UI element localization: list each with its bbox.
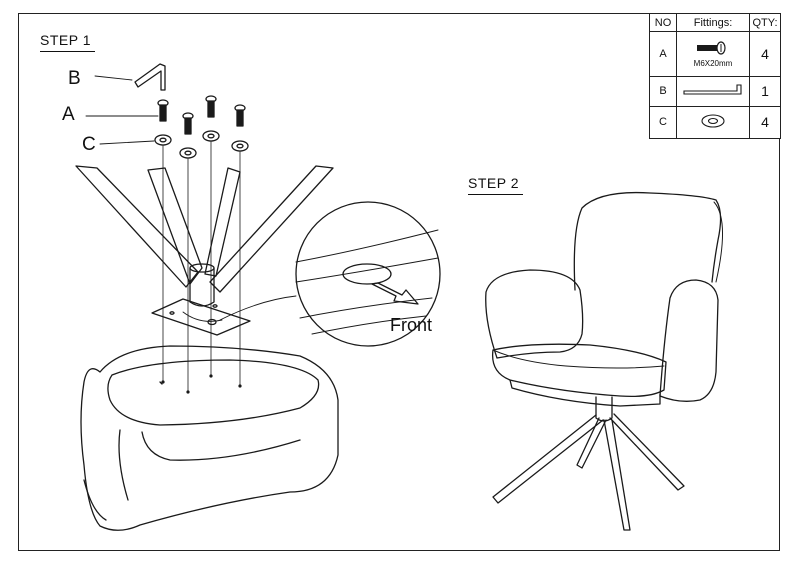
- header-fittings: Fittings:: [676, 13, 750, 32]
- table-row: A M6X20mm 4: [649, 30, 781, 78]
- callout-line-c: [99, 140, 155, 145]
- page-frame: [18, 13, 780, 551]
- swivel-base-legs: [75, 165, 334, 307]
- assembled-chair: [485, 191, 723, 531]
- bolt-icon-group: [157, 95, 246, 135]
- row-fitting: M6X20mm: [676, 30, 750, 78]
- table-row: C 4: [649, 105, 781, 140]
- row-fitting: [676, 105, 750, 140]
- callout-label-c: C: [82, 134, 96, 155]
- bolt-icon: [697, 41, 726, 55]
- step-2-title: STEP 2: [468, 175, 523, 195]
- upturned-seat: [80, 345, 339, 531]
- allen-key-icon: [683, 84, 742, 95]
- fittings-table: NO Fittings: QTY: A M6X20mm 4 B 1 C: [649, 13, 781, 140]
- callout-line-b: [94, 75, 133, 81]
- row-no: B: [649, 76, 677, 107]
- washer-icon-group: [154, 130, 249, 159]
- row-no: A: [649, 30, 677, 78]
- row-fitting: [676, 76, 750, 107]
- callout-label-b: B: [68, 68, 81, 89]
- row-qty: 4: [749, 30, 781, 78]
- washer-icon: [701, 114, 725, 128]
- row-qty: 4: [749, 105, 781, 140]
- allen-key-icon: [134, 63, 166, 91]
- front-direction-label: Front: [390, 315, 433, 335]
- mounting-plate: [151, 298, 251, 336]
- callout-label-a: A: [62, 104, 75, 125]
- row-no: C: [649, 105, 677, 140]
- seat-holes: [161, 374, 242, 394]
- row-qty: 1: [749, 76, 781, 107]
- detail-magnifier: [219, 201, 441, 347]
- fittings-table-header: NO Fittings: QTY:: [649, 13, 781, 32]
- bolt-spec: M6X20mm: [693, 58, 733, 68]
- assembly-guide-lines: [162, 140, 241, 393]
- header-qty: QTY:: [749, 13, 781, 32]
- step-1-title: STEP 1: [40, 32, 95, 52]
- table-row: B 1: [649, 76, 781, 107]
- header-no: NO: [649, 13, 677, 32]
